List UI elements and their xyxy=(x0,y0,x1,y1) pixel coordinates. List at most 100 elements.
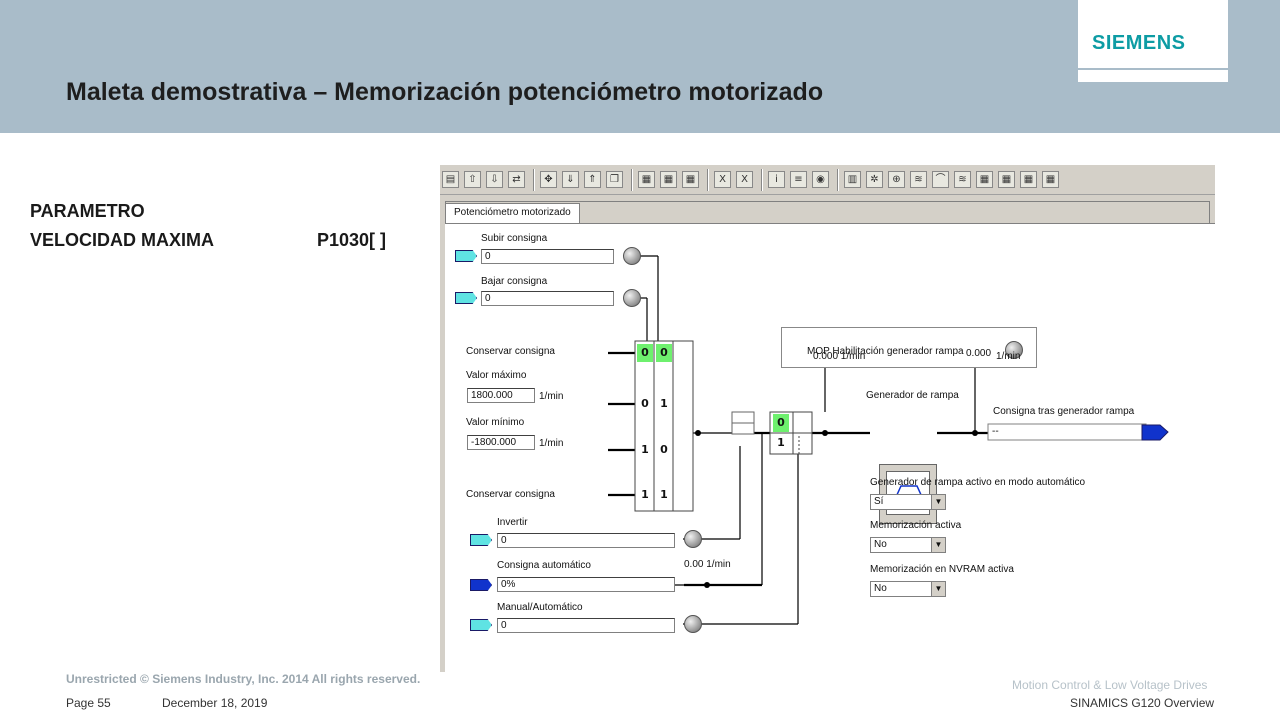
ramp-icon[interactable]: ⌒ xyxy=(932,171,949,188)
valor-min-label: Valor mínimo xyxy=(466,417,525,428)
subir-field[interactable]: 0 xyxy=(481,249,614,264)
mem-select[interactable]: No ▼ xyxy=(870,537,946,553)
matrix-cell: 1 xyxy=(641,443,649,456)
copy-icon[interactable]: ❐ xyxy=(606,171,623,188)
input-port-subir-icon[interactable] xyxy=(455,250,477,262)
invertir-field[interactable]: 0 xyxy=(497,533,675,548)
ramp-auto-label: Generador de rampa activo en modo automá… xyxy=(870,477,1086,488)
info-icon[interactable]: i xyxy=(768,171,785,188)
toolbar-separator xyxy=(533,169,535,191)
compare-icon[interactable]: ⇄ xyxy=(508,171,525,188)
param-name: VELOCIDAD MAXIMA xyxy=(30,230,214,250)
ramp-auto-value: Sí xyxy=(874,496,884,507)
matrix-cell: 1 xyxy=(660,488,668,501)
bajar-led-icon xyxy=(623,289,641,307)
palette-icon[interactable]: ◉ xyxy=(812,171,829,188)
list-icon[interactable]: ≡ xyxy=(790,171,807,188)
save-icon[interactable]: ▤ xyxy=(442,171,459,188)
siemens-logo: SIEMENS xyxy=(1092,32,1186,54)
chart-icon[interactable]: ▦ xyxy=(976,171,993,188)
input-port-manual-icon[interactable] xyxy=(470,619,492,631)
valor-max-unit: 1/min xyxy=(539,391,564,402)
ramp-label: Generador de rampa xyxy=(866,390,959,401)
mem-label: Memorización activa xyxy=(870,520,962,531)
valor-max-label: Valor máximo xyxy=(466,370,527,381)
toolbar-separator xyxy=(761,169,763,191)
valor-max-field[interactable]: 1800.000 xyxy=(467,388,535,403)
switch-cell: 1 xyxy=(777,436,785,449)
mem-value: No xyxy=(874,539,887,550)
input-port-bajar-icon[interactable] xyxy=(455,292,477,304)
footer-date: December 18, 2019 xyxy=(162,696,268,710)
load-icon[interactable]: ⇓ xyxy=(562,171,579,188)
matrix-cell: 0 xyxy=(641,397,649,410)
manual-field[interactable]: 0 xyxy=(497,618,675,633)
filter-icon[interactable]: ≋ xyxy=(910,171,927,188)
auto-field[interactable]: 0% xyxy=(497,577,675,592)
gear-icon[interactable]: ✲ xyxy=(866,171,883,188)
x-icon[interactable]: X xyxy=(736,171,753,188)
readout-1: 0.000 1/min xyxy=(813,351,866,362)
param-heading: PARAMETRO xyxy=(30,201,145,221)
auto-label: Consigna automático xyxy=(497,560,591,571)
readout-3: 0.00 1/min xyxy=(684,559,731,570)
bajar-label: Bajar consigna xyxy=(481,276,548,287)
valor-min-field[interactable]: -1800.000 xyxy=(467,435,535,450)
manual-led-icon xyxy=(684,615,702,633)
upload-icon[interactable]: ⇧ xyxy=(464,171,481,188)
manual-label: Manual/Automático xyxy=(497,602,583,613)
logo-box: SIEMENS xyxy=(1078,0,1228,84)
matrix-cell: 1 xyxy=(660,397,668,410)
move-icon[interactable]: ✥ xyxy=(540,171,557,188)
invertir-led-icon xyxy=(684,530,702,548)
chart-icon[interactable]: ▦ xyxy=(638,171,655,188)
chart-icon[interactable]: ▦ xyxy=(660,171,677,188)
output-label: Consigna tras generador rampa xyxy=(993,406,1135,417)
toolbar-separator xyxy=(631,169,633,191)
footer-division: Motion Control & Low Voltage Drives xyxy=(1012,678,1208,692)
ramp-auto-select[interactable]: Sí ▼ xyxy=(870,494,946,510)
param-code: P1030[ ] xyxy=(317,230,387,250)
download-icon[interactable]: ⇩ xyxy=(486,171,503,188)
chevron-down-icon: ▼ xyxy=(931,495,945,509)
subir-led-icon xyxy=(623,247,641,265)
nvram-select[interactable]: No ▼ xyxy=(870,581,946,597)
chart-icon[interactable]: ▦ xyxy=(1042,171,1059,188)
filter-icon[interactable]: ≋ xyxy=(954,171,971,188)
slide-title: Maleta demostrativa – Memorización poten… xyxy=(66,78,824,106)
subir-label: Subir consigna xyxy=(481,233,548,244)
bajar-field[interactable]: 0 xyxy=(481,291,614,306)
matrix-cell: 0 xyxy=(656,344,672,362)
toolbar-separator xyxy=(707,169,709,191)
chart-icon[interactable]: ▦ xyxy=(682,171,699,188)
chevron-down-icon: ▼ xyxy=(931,538,945,552)
motor-icon[interactable]: ⊕ xyxy=(888,171,905,188)
diagram-area: Subir consigna 0 Bajar consigna 0 MOP Ha… xyxy=(445,223,1215,672)
export-icon[interactable]: ⇑ xyxy=(584,171,601,188)
readout-2-unit: 1/min xyxy=(996,351,1021,362)
chevron-down-icon: ▼ xyxy=(931,582,945,596)
nvram-value: No xyxy=(874,583,887,594)
footer-copyright: Unrestricted © Siemens Industry, Inc. 20… xyxy=(66,672,421,686)
table-icon[interactable]: ▥ xyxy=(844,171,861,188)
x-icon[interactable]: X xyxy=(714,171,731,188)
toolbar-separator xyxy=(837,169,839,191)
valor-min-unit: 1/min xyxy=(539,438,564,449)
matrix-cell: 0 xyxy=(660,443,668,456)
input-port-invertir-icon[interactable] xyxy=(470,534,492,546)
chart-icon[interactable]: ▦ xyxy=(998,171,1015,188)
mop-led-icon xyxy=(1005,341,1023,359)
nvram-label: Memorización en NVRAM activa xyxy=(870,564,1014,575)
tab-potenciometro[interactable]: Potenciómetro motorizado xyxy=(445,203,580,224)
wiring-diagram xyxy=(608,255,1169,625)
mop-label: MOP Habilitación generador rampa xyxy=(807,346,964,357)
logo-divider xyxy=(1078,68,1228,70)
readout-2: 0.000 xyxy=(966,348,992,359)
matrix-cell: 0 xyxy=(637,344,653,362)
input-port-auto-icon[interactable] xyxy=(470,579,492,591)
matrix-cell: 1 xyxy=(641,488,649,501)
footer-page: Page 55 xyxy=(66,696,111,710)
chart-icon[interactable]: ▦ xyxy=(1020,171,1037,188)
